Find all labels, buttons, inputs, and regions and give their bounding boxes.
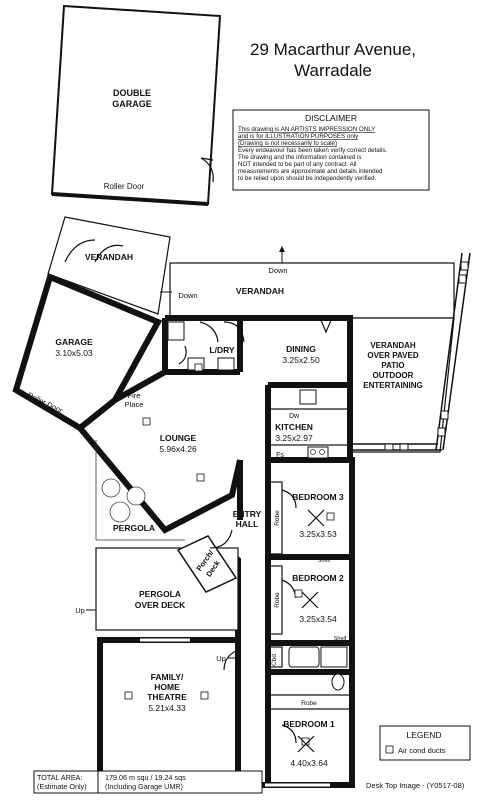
fireplace-label-1: Fire (128, 391, 141, 400)
patio-label-4: OUTDOOR (373, 371, 414, 380)
dishwasher-label: Dw (289, 413, 300, 420)
total-area-label-2: (Estimate Only) (37, 782, 87, 791)
bedroom3-robe: Robe (274, 510, 281, 526)
legend-title: LEGEND (407, 730, 442, 740)
lounge-label: LOUNGE (160, 433, 197, 443)
patio-label-5: ENTERTAINING (363, 381, 422, 390)
pergola-deck-label-2: OVER DECK (135, 600, 186, 610)
kitchen-label: KITCHEN (275, 422, 313, 432)
disclaimer-title: DISCLAIMER (305, 113, 357, 123)
total-area-value-1: 179.06 m squ / 19.24 sqs (105, 773, 186, 782)
up-label-family: Up (216, 654, 226, 663)
bedroom2-robe: Robe (274, 592, 281, 608)
double-garage: DOUBLE GARAGE Roller Door (50, 4, 222, 206)
down-label-top: Down (268, 266, 287, 275)
lounge-size: 5.96x4.26 (159, 444, 197, 454)
disclaimer-line-6: NOT intended to be part of any contract.… (238, 161, 357, 168)
bedroom3-label: BEDROOM 3 (292, 492, 344, 502)
image-reference: Desk Top Image - (Y0517-08) (366, 781, 465, 790)
legend-item: Air cond ducts (398, 746, 446, 755)
up-label-deck: Up (75, 606, 85, 615)
double-garage-label-2: GARAGE (112, 99, 152, 109)
fridge-space-label: Fs (276, 452, 284, 459)
disclaimer-box: DISCLAIMER This drawing is AN ARTISTS IM… (232, 109, 430, 191)
dining-size: 3.25x2.50 (282, 355, 320, 365)
bedroom2-label: BEDROOM 2 (292, 573, 344, 583)
bedroom2-shelf: Shelf (334, 636, 347, 642)
kitchen-size: 3.25x2.97 (275, 433, 313, 443)
house-walls (12, 216, 471, 788)
ceiling-fan-icons (297, 509, 325, 753)
pergola-deck-label-1: PERGOLA (139, 589, 181, 599)
disclaimer-line-5: The drawing and the information containe… (238, 154, 361, 161)
laundry-label: L/DRY (209, 345, 235, 355)
patio-label-1: VERANDAH (370, 341, 416, 350)
total-area-box: TOTAL AREA: (Estimate Only) 179.06 m squ… (33, 770, 263, 794)
entry-label-2: HALL (236, 519, 259, 529)
patio-label-3: PATIO (381, 361, 404, 370)
room-labels: VERANDAH VERANDAH VERANDAH OVER PAVED PA… (26, 252, 423, 768)
double-garage-label-1: DOUBLE (113, 88, 151, 98)
pergola-label: PERGOLA (113, 523, 155, 533)
legend: LEGEND Air cond ducts (379, 725, 471, 761)
bedroom2-size: 3.25x3.54 (299, 614, 337, 624)
family-label-1: FAMILY/ (151, 672, 184, 682)
address-line-2: Warradale (294, 61, 372, 80)
cupboard-label: Cbd (271, 654, 278, 666)
family-label-3: THEATRE (147, 692, 187, 702)
entry-label-1: ENTRY (233, 509, 262, 519)
address-line-1: 29 Macarthur Avenue, (250, 40, 416, 59)
address-block: 29 Macarthur Avenue, Warradale (250, 40, 416, 80)
patio-label-2: OVER PAVED (367, 351, 418, 360)
bedroom3-shelf: Shelf (318, 558, 331, 564)
disclaimer-line-7: measurements are approximate and details… (238, 168, 383, 175)
verandah-top-label: VERANDAH (85, 252, 133, 262)
family-size: 5.21x4.33 (148, 703, 186, 713)
bedroom3-size: 3.25x3.53 (299, 529, 337, 539)
total-area-label-1: TOTAL AREA: (37, 773, 82, 782)
down-label-left: Down (178, 291, 197, 300)
disclaimer-line-2: and is for ILLUSTRATION PURPOSES only (238, 133, 359, 140)
bedroom1-robe: Robe (301, 700, 317, 707)
dining-label: DINING (286, 344, 316, 354)
disclaimer-line-3: (Drawing is not necessarily to scale) (238, 140, 337, 147)
fireplace-label-2: Place (125, 400, 144, 409)
air-cond-duct-icon (385, 745, 394, 754)
garage-label: GARAGE (55, 337, 93, 347)
family-label-2: HOME (154, 682, 180, 692)
disclaimer-line-8: to be relied upon should be independentl… (238, 175, 377, 182)
double-garage-roller-door: Roller Door (104, 182, 145, 191)
bedroom1-size: 4.40x3.64 (290, 758, 328, 768)
verandah-main-label: VERANDAH (236, 286, 284, 296)
total-area-value-2: (Including Garage UMR) (105, 782, 183, 791)
garage-size: 3.10x5.03 (55, 348, 93, 358)
air-cond-duct-icons (124, 363, 335, 746)
disclaimer-line-1: This drawing is AN ARTISTS IMPRESSION ON… (238, 126, 375, 133)
bedroom1-label: BEDROOM 1 (283, 719, 335, 729)
disclaimer-line-4: Every endeavour has been taken verify co… (238, 147, 388, 154)
